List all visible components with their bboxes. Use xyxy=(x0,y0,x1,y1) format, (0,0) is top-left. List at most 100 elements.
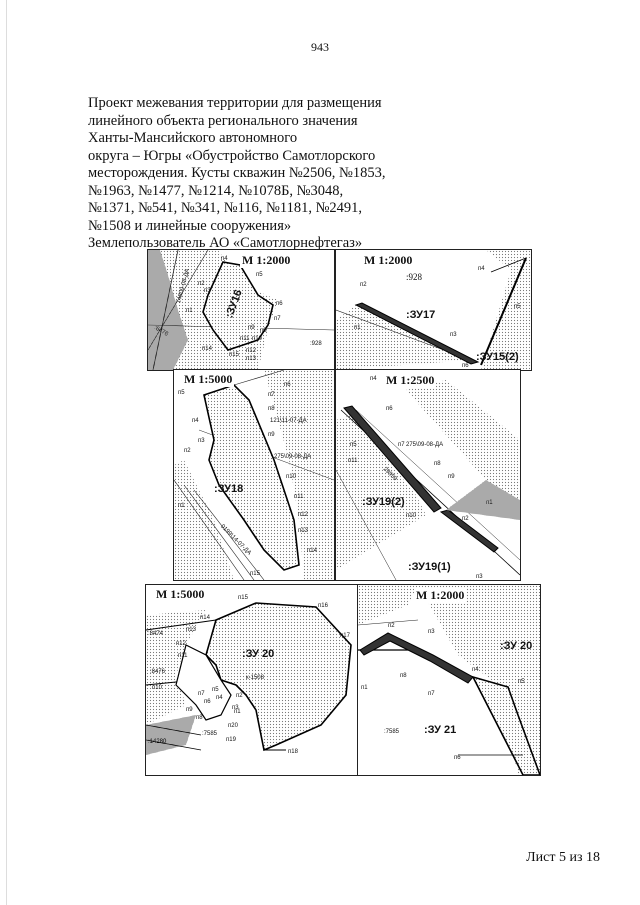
title-line: Ханты-Мансийского автономного xyxy=(88,130,298,146)
point-label: п13 xyxy=(186,627,197,633)
point-label: п11 xyxy=(294,494,304,500)
cadastral-label: :7585 xyxy=(202,731,218,737)
point-label: п4 xyxy=(370,376,377,382)
point-label: п8 xyxy=(268,406,275,412)
point-label: п14 xyxy=(202,346,213,352)
point-label: п9 xyxy=(186,707,193,713)
cadastral-label: :8476 xyxy=(150,669,166,675)
parcel-label: :ЗУ 20 xyxy=(242,648,274,660)
point-label: п12 xyxy=(176,641,187,647)
map-drawing: :ЗУ 20 :8474 :8476 к-1508 :14280 :7585 п… xyxy=(146,585,358,775)
map-drawing: :ЗУ18 121\11-07-ДА 275\09-08-ДА 0199\14-… xyxy=(174,370,334,580)
title-line: №1508 и линейные сооружения» xyxy=(88,217,292,234)
point-label: п11 xyxy=(178,653,188,659)
point-label: п7 xyxy=(198,691,205,697)
map-scale: М 1:5000 xyxy=(182,372,235,387)
document-title: Проект межевания территории для размещен… xyxy=(88,95,418,253)
point-label: п15 xyxy=(238,595,249,601)
title-line: Землепользователь АО «Самотлорнефтегаз» xyxy=(88,235,363,251)
parcel-label: :ЗУ19(1) xyxy=(408,561,451,573)
map-zu20: :ЗУ 20 :8474 :8476 к-1508 :14280 :7585 п… xyxy=(145,584,359,776)
point-label: п6 xyxy=(284,382,291,388)
map-zu18: :ЗУ18 121\11-07-ДА 275\09-08-ДА 0199\14-… xyxy=(173,369,335,581)
point-label: п2 xyxy=(462,516,469,522)
page-number: 943 xyxy=(311,40,329,54)
parcel-label: :ЗУ 20 xyxy=(500,640,532,652)
map-zu17: :ЗУ17 :ЗУ15(2) :928 п1 п2 п3 п4 п5 п6 М … xyxy=(335,249,532,371)
point-label: п6 xyxy=(454,755,461,761)
point-label: п1 xyxy=(486,500,493,506)
point-label: п3 xyxy=(428,629,435,635)
map-drawing: :ЗУ16 14809-08-ДА :6476 :928 п1 п2 п3 п4… xyxy=(148,250,334,370)
point-label: п14 xyxy=(307,548,318,554)
title-line: №1371, №541, №341, №116, №1181, №2491, xyxy=(88,200,363,216)
point-label: п3 xyxy=(204,288,211,294)
point-label: п3 xyxy=(450,332,457,338)
map-scale: М 1:2000 xyxy=(414,588,467,603)
point-label: п7 xyxy=(274,316,281,322)
point-label: п4 xyxy=(472,667,479,673)
cadastral-label: 275\09-08-ДА xyxy=(274,454,311,460)
parcel-label: :ЗУ15(2) xyxy=(476,351,519,363)
point-label: п2 xyxy=(236,693,243,699)
point-label: п10 xyxy=(152,685,163,691)
point-label: п5 xyxy=(514,304,521,310)
point-label: п3 xyxy=(232,705,239,711)
point-label: п9 xyxy=(448,474,455,480)
point-label: п2 xyxy=(184,448,191,454)
point-label: п6 xyxy=(204,699,211,705)
point-label: п15 xyxy=(229,352,240,358)
map-scale: М 1:5000 xyxy=(154,587,207,602)
map-drawing: :ЗУ 20 :ЗУ 21 :7585 п1 п2 п3 п4 п5 п6 п7… xyxy=(358,585,540,775)
point-label: п1 xyxy=(178,503,185,509)
point-label: п8 xyxy=(400,673,407,679)
point-label: п1 xyxy=(354,325,361,331)
point-label: п15 xyxy=(250,571,261,577)
point-label: п8 xyxy=(260,328,267,334)
cadastral-label: :7585 xyxy=(384,729,400,735)
parcel-label: :ЗУ17 xyxy=(406,309,435,321)
point-label: п18 xyxy=(288,749,299,755)
point-label: п5 xyxy=(212,687,219,693)
point-label: п5 xyxy=(256,272,263,278)
point-label: п13 xyxy=(298,528,309,534)
map-drawing: :ЗУ17 :ЗУ15(2) :928 п1 п2 п3 п4 п5 п6 xyxy=(336,250,531,370)
point-label: п19 xyxy=(226,737,237,743)
point-label: п4 xyxy=(192,418,199,424)
point-label: п6 xyxy=(462,363,469,369)
point-label: п2 xyxy=(360,282,367,288)
point-label: п10 xyxy=(406,513,417,519)
title-line: №1963, №1477, №1214, №1078Б, №3048, xyxy=(88,182,344,199)
sheet-number: Лист 5 из 18 xyxy=(526,850,600,865)
cadastral-label: 275\09-08-ДА xyxy=(406,442,443,448)
point-label: п7 xyxy=(398,442,405,448)
point-label: п10 xyxy=(252,336,263,342)
point-label: п3 xyxy=(198,438,205,444)
map-drawing: :ЗУ19(2) :ЗУ19(1) 275\09-08-ДА 29959 п1 … xyxy=(336,370,520,580)
point-label: п20 xyxy=(228,723,239,729)
point-label: п5 xyxy=(178,390,185,396)
cadastral-label: 121\11-07-ДА xyxy=(270,418,307,424)
map-scale: М 1:2000 xyxy=(362,253,415,268)
cadastral-label: :928 xyxy=(406,272,423,282)
point-label: п4 xyxy=(478,266,485,272)
parcel-label: :ЗУ19(2) xyxy=(362,496,405,508)
cadastral-label: :8474 xyxy=(148,631,164,637)
point-label: п6 xyxy=(386,406,393,412)
title-line: месторождения. Кусты скважин №2506, №185… xyxy=(88,165,386,181)
point-label: п8 xyxy=(196,715,203,721)
point-label: п2 xyxy=(198,281,205,287)
title-line: округа – Югры «Обустройство Самотлорског… xyxy=(88,147,376,164)
point-label: п11 xyxy=(348,458,358,464)
point-label: п4 xyxy=(216,695,223,701)
point-label: п7 xyxy=(428,691,435,697)
point-label: п16 xyxy=(318,603,329,609)
point-label: п6 xyxy=(276,301,283,307)
point-label: п1 xyxy=(234,709,241,715)
point-label: п7 xyxy=(268,392,275,398)
parcel-label: :ЗУ18 xyxy=(214,483,243,495)
map-scale: М 1:2000 xyxy=(240,253,293,268)
point-label: п11 xyxy=(240,336,250,342)
title-line: Проект межевания территории для размещен… xyxy=(88,95,382,111)
map-zu19: :ЗУ19(2) :ЗУ19(1) 275\09-08-ДА 29959 п1 … xyxy=(335,369,521,581)
